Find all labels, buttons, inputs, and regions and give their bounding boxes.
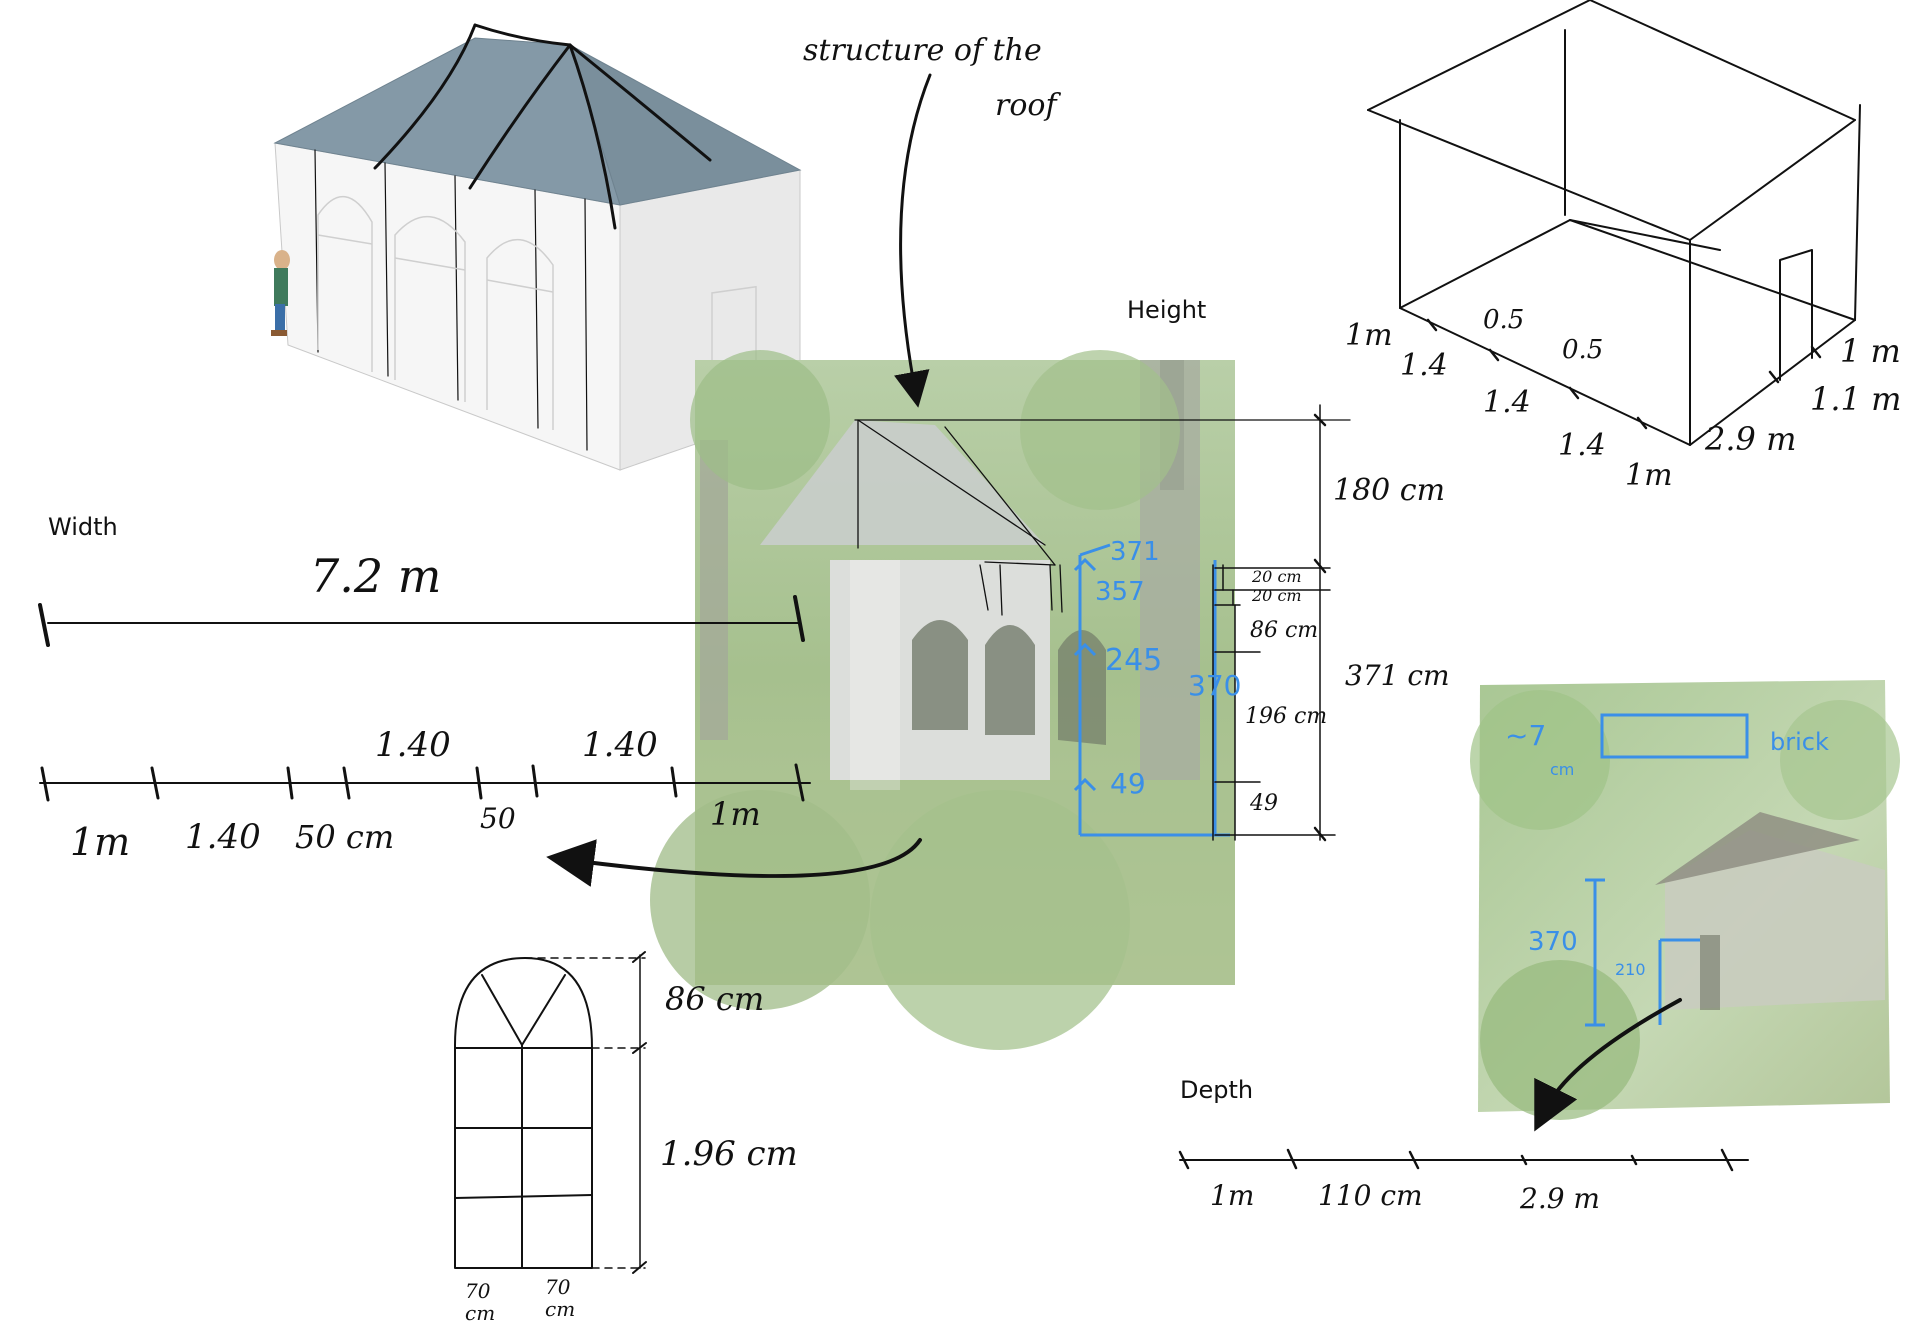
depth-dimension: 1m 110 cm 2.9 m — [1178, 1148, 1749, 1215]
width-seg-bottom-1: 1m — [70, 820, 130, 864]
house-3d-model — [271, 23, 802, 471]
height-dim-196: 196 cm — [1245, 704, 1327, 729]
window-pane-width-2: 70 — [545, 1275, 571, 1299]
arrow-to-width — [546, 838, 922, 887]
photo-house-front — [650, 350, 1351, 1050]
box-mid-label-2: 0.5 — [1562, 335, 1603, 365]
width-seg-top-2: 1.40 — [582, 725, 658, 765]
photo-house-side: ~7 cm brick 370 210 — [1470, 680, 1900, 1132]
box-left-label-1: 1m — [1345, 318, 1393, 353]
photo2-label-brick: brick — [1770, 728, 1829, 756]
blue-mark-357: 357 — [1095, 577, 1145, 607]
height-dimensions: 180 cm 20 cm 20 cm 86 cm 196 cm 49 371 c… — [1212, 404, 1450, 842]
photo2-label-7: ~7 — [1505, 719, 1546, 752]
house-arched-windows — [317, 196, 554, 430]
roof-note-line1: structure of the — [803, 33, 1042, 68]
photo2-label-210: 210 — [1615, 960, 1646, 979]
window-arch-height: 86 cm — [665, 980, 764, 1018]
person-figure — [271, 250, 290, 336]
depth-label-110: 110 cm — [1318, 1179, 1423, 1212]
box-left-label-5: 1m — [1625, 458, 1673, 493]
blue-mark-370: 370 — [1188, 669, 1241, 702]
width-tick-marks — [40, 763, 805, 802]
window-body-height: 1.96 cm — [660, 1134, 798, 1174]
depth-label-1m: 1m — [1210, 1179, 1254, 1212]
depth-label-2-9: 2.9 m — [1519, 1182, 1600, 1215]
box-left-label-2: 1.4 — [1400, 348, 1448, 383]
window-pane-unit-2: cm — [545, 1297, 575, 1321]
width-seg-bottom-2: 1.40 — [185, 817, 261, 857]
width-segments-dimension: 1.40 1.40 1m 1.40 50 cm 50 1m — [39, 725, 811, 864]
box-left-label-3: 1.4 — [1483, 385, 1531, 420]
roof-structure-sketch — [373, 23, 712, 230]
box-right-label-2: 1.1 m — [1810, 380, 1901, 418]
box-right-label-3: 1 m — [1840, 332, 1901, 370]
width-title: Width — [48, 513, 118, 541]
width-seg-bottom-4: 50 — [480, 802, 516, 835]
window-detail-sketch: 86 cm 1.96 cm 70 cm 70 cm — [454, 951, 798, 1325]
box-isometric-sketch: 1m 1.4 1.4 1.4 1m 0.5 0.5 2.9 m 1.1 m 1 … — [1345, 0, 1901, 493]
blue-mark-245: 245 — [1105, 643, 1162, 678]
window-pane-width-1: 70 — [465, 1279, 491, 1303]
height-dim-180: 180 cm — [1333, 473, 1445, 508]
height-dim-49: 49 — [1249, 791, 1278, 816]
height-title: Height — [1127, 296, 1206, 324]
width-total-label: 7.2 m — [310, 549, 441, 603]
photo2-label-cm: cm — [1550, 760, 1574, 779]
height-dim-86: 86 cm — [1250, 618, 1318, 643]
box-right-label-1: 2.9 m — [1704, 420, 1796, 458]
photo2-blue-marks — [1585, 713, 1749, 1027]
width-total-dimension: 7.2 m — [38, 549, 805, 647]
photo2-label-370: 370 — [1528, 927, 1578, 957]
height-tick-marks — [1313, 413, 1327, 842]
photo-roof-lines — [854, 419, 1351, 616]
blue-mark-49: 49 — [1110, 767, 1146, 800]
width-seg-bottom-3: 50 cm — [295, 818, 394, 856]
box-left-label-4: 1.4 — [1558, 428, 1606, 463]
blue-height-marks: 371 357 245 370 49 — [1095, 537, 1241, 800]
blue-mark-371: 371 — [1110, 537, 1160, 567]
depth-title: Depth — [1180, 1076, 1253, 1104]
arrow-to-roof — [894, 73, 932, 408]
width-seg-top-1: 1.40 — [375, 725, 451, 765]
height-dim-20a: 20 cm — [1251, 567, 1302, 586]
window-pane-unit-1: cm — [465, 1301, 495, 1325]
roof-note-line2: roof — [995, 88, 1061, 123]
arrow-to-depth — [1534, 998, 1682, 1132]
box-tick-marks — [1426, 318, 1822, 430]
box-mid-label-1: 0.5 — [1483, 305, 1524, 335]
height-dim-371: 371 cm — [1345, 659, 1450, 692]
depth-tick-marks — [1178, 1148, 1734, 1172]
height-dim-20b: 20 cm — [1251, 586, 1302, 605]
width-seg-bottom-5: 1m — [710, 795, 761, 833]
blue-measurement-bracket — [1073, 543, 1230, 837]
